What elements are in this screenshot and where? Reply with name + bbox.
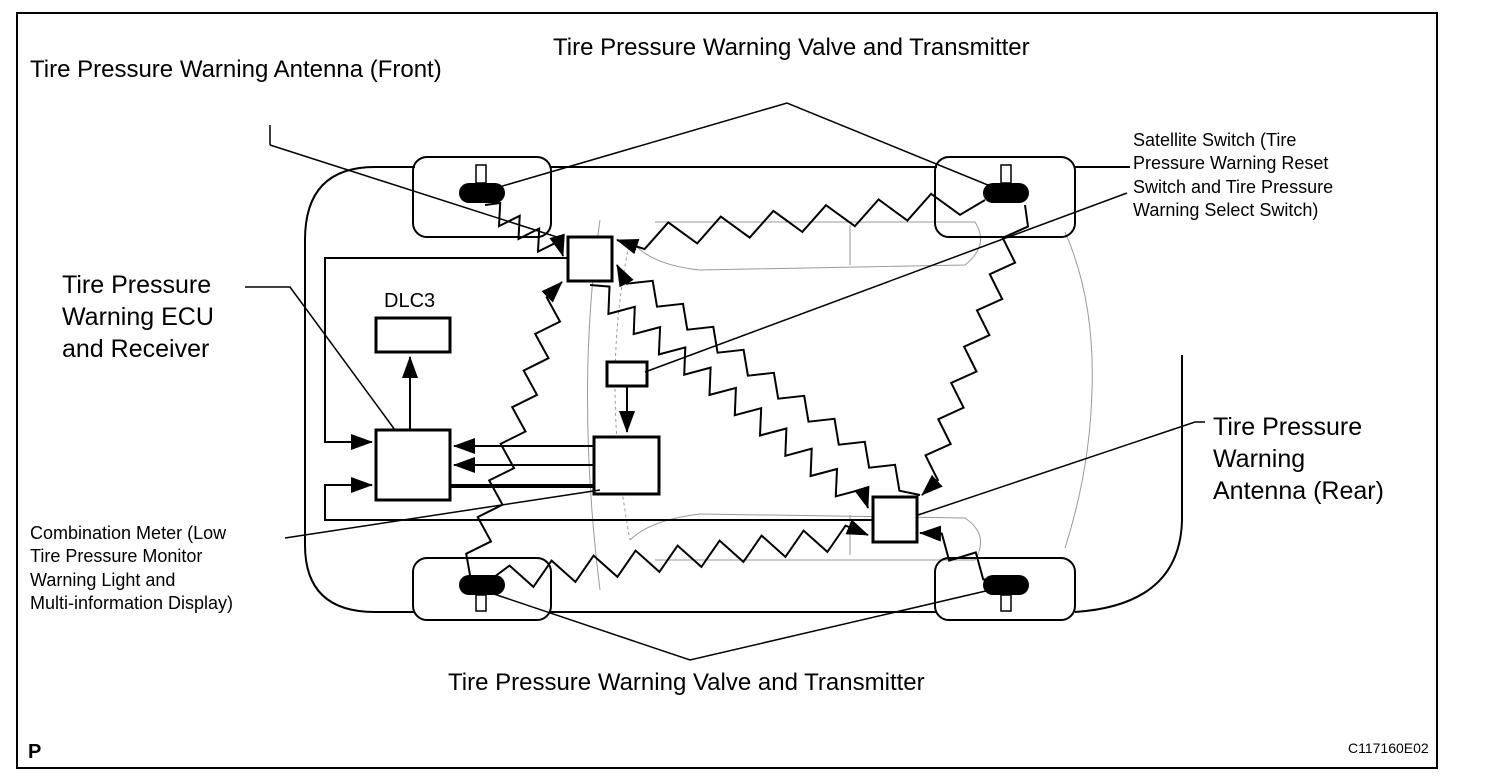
satellite-switch-box: [605, 360, 649, 388]
figure-code: C117160E02: [1348, 740, 1429, 756]
corner-mark: P: [28, 741, 42, 763]
signal-rl-to-front-antenna: [465, 281, 563, 576]
signal-rl-to-rear-antenna: [489, 519, 869, 589]
transmitter-rear-right: [983, 575, 1029, 595]
wheels: [412, 156, 1076, 621]
components: [374, 235, 919, 544]
valve-top-label: Tire Pressure Warning Valve and Transmit…: [553, 34, 1030, 61]
front-antenna-label: Tire Pressure Warning Antenna (Front): [30, 56, 442, 83]
valve-bottom-label: Tire Pressure Warning Valve and Transmit…: [448, 669, 925, 696]
combination-meter-label: Combination Meter (Low Tire Pressure Mon…: [30, 523, 234, 614]
figure-frame: [16, 12, 1438, 769]
transmitters: [459, 164, 1029, 612]
leader-lines: [245, 102, 1205, 661]
signal-fr-to-rear-antenna: [921, 204, 1030, 496]
signal-rr-to-rear-antenna: [919, 525, 1006, 581]
signal-fl-to-front-antenna: [484, 201, 565, 257]
signal-rr-to-front-antenna: [616, 264, 921, 496]
dlc3-box: [374, 316, 452, 354]
wiring: [324, 257, 873, 521]
signal-fr-to-front-antenna: [616, 192, 986, 255]
dlc3-label: DLC3: [384, 290, 436, 312]
rear-antenna-label: Tire Pressure Warning Antenna (Rear): [1213, 413, 1384, 505]
rear-antenna-box: [871, 495, 919, 544]
front-antenna-box: [566, 235, 614, 283]
combination-meter-box: [592, 435, 661, 496]
transmitter-front-left: [459, 183, 505, 203]
transmitter-rear-left: [459, 575, 505, 595]
satellite-switch-label: Satellite Switch (Tire Pressure Warning …: [1133, 130, 1334, 221]
signal-front-area-to-rear-antenna: [589, 284, 870, 509]
ecu-label: Tire Pressure Warning ECU and Receiver: [62, 271, 214, 363]
vehicle-outline: [304, 166, 1183, 613]
ecu-box: [374, 428, 452, 502]
radio-signals: [465, 192, 1030, 589]
